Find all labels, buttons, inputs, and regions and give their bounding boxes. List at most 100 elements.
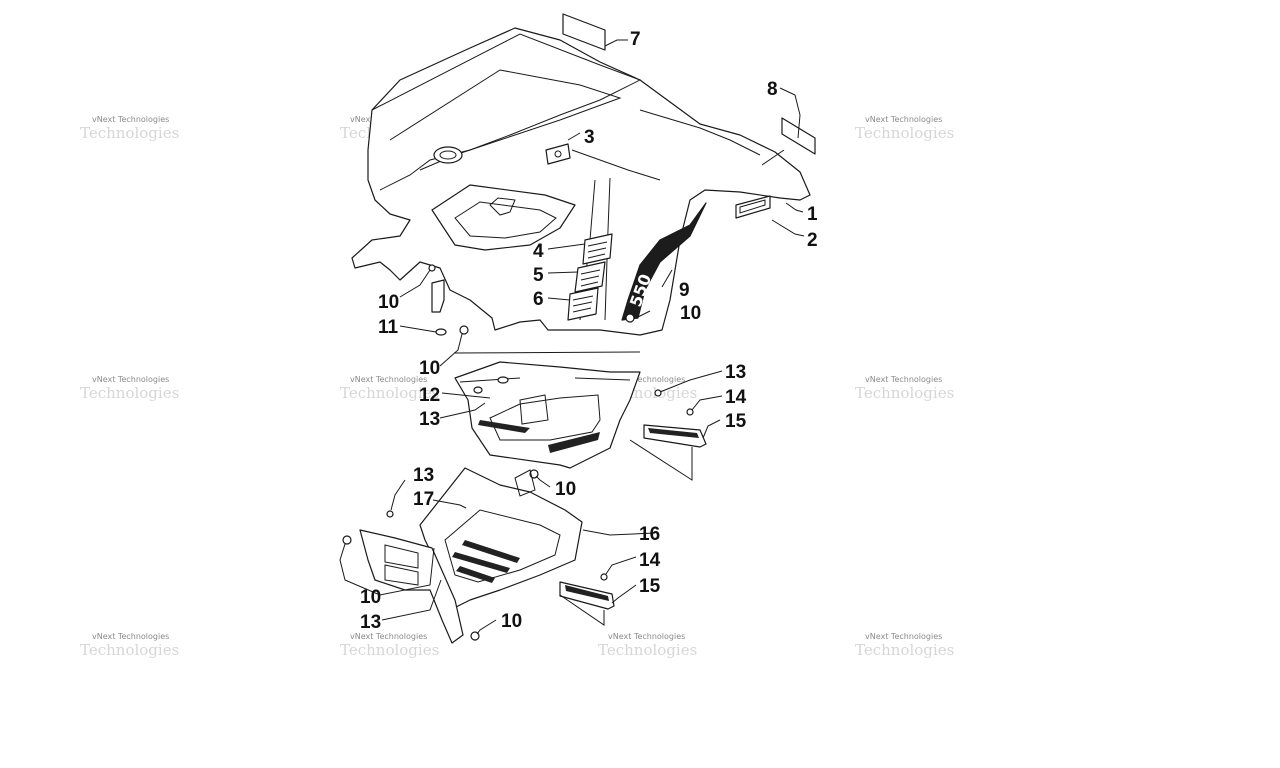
warning-label-6-lines xyxy=(572,295,594,313)
leader-17 xyxy=(432,499,467,509)
rack-outline xyxy=(371,33,642,191)
leader-9 xyxy=(661,269,673,288)
rack-inner xyxy=(389,69,622,171)
callout-13-b: 13 xyxy=(419,409,440,430)
watermark-ghost: Technologies xyxy=(855,124,954,142)
leader-13a xyxy=(659,370,723,393)
front-tread xyxy=(452,552,510,573)
footwell-front-inner xyxy=(444,509,561,583)
cup-holder xyxy=(433,146,463,164)
watermark: Technologies vNext Technologies xyxy=(598,632,697,659)
footwell-tread xyxy=(478,420,530,433)
callout-11: 11 xyxy=(378,317,399,338)
leader-6 xyxy=(547,297,571,301)
watermark-text: vNext Technologies xyxy=(350,375,427,384)
callout-10-d: 10 xyxy=(555,479,576,500)
watermark: Technologies vNext Technologies xyxy=(855,632,954,659)
cup-holder-inner xyxy=(439,150,457,160)
watermark-ghost: Technologies xyxy=(340,384,439,402)
callout-7: 7 xyxy=(630,29,641,50)
watermark-text: vNext Technologies xyxy=(608,375,685,384)
leader-5 xyxy=(547,271,579,274)
leader-10d xyxy=(535,475,551,488)
watermark: Technologies vNext Technologies xyxy=(80,115,179,142)
callout-4: 4 xyxy=(533,241,544,262)
watermark-ghost: Technologies xyxy=(340,641,439,659)
leader-15b xyxy=(611,584,637,604)
fender-bracket xyxy=(431,279,445,313)
callout-2: 2 xyxy=(807,230,818,251)
callout-3: 3 xyxy=(584,127,595,148)
nut xyxy=(459,325,469,335)
warning-label-5 xyxy=(574,261,606,293)
callout-10-a: 10 xyxy=(378,292,399,313)
footwell-tread xyxy=(548,432,600,453)
leader-14b xyxy=(605,556,637,575)
small-decal-dot xyxy=(554,150,562,158)
callout-14-b: 14 xyxy=(639,550,661,571)
leader-7 xyxy=(604,39,628,47)
callout-14-a: 14 xyxy=(725,387,747,408)
leader-10c xyxy=(439,333,463,367)
washer xyxy=(435,328,447,336)
leader-10e2 xyxy=(379,547,435,596)
footwell-hole xyxy=(497,376,509,384)
watermark: Technologies vNext Technologies xyxy=(340,632,439,659)
watermark-text: vNext Technologies xyxy=(350,632,427,641)
watermark-ghost: Technologies xyxy=(80,641,179,659)
front-side-cutout xyxy=(384,564,419,586)
footwell-ribs xyxy=(519,394,549,425)
leader-15a xyxy=(702,419,721,439)
leader-2 xyxy=(771,219,805,237)
footwell-edge xyxy=(459,377,631,383)
watermark-text: vNext Technologies xyxy=(608,632,685,641)
model-stripe-decal xyxy=(621,202,707,321)
front-tread xyxy=(462,540,520,563)
front-tread xyxy=(456,566,495,583)
fender-seam-4 xyxy=(571,149,661,181)
leader-lines xyxy=(339,39,805,635)
watermark-text: vNext Technologies xyxy=(865,632,942,641)
callout-15-b: 15 xyxy=(639,576,661,597)
watermark-ghost: Technologies xyxy=(855,641,954,659)
leader-10a xyxy=(399,269,431,298)
rear-fender xyxy=(351,27,811,336)
fender-seam-3 xyxy=(639,109,761,156)
footwell-inner xyxy=(489,394,601,441)
leader-13b xyxy=(439,402,486,419)
decal-7 xyxy=(562,13,606,51)
footrest-lower-grip xyxy=(565,585,609,601)
fender-seam-2 xyxy=(604,177,611,321)
watermark-ghost: Technologies xyxy=(80,384,179,402)
rear-footwell xyxy=(454,361,641,469)
front-tab xyxy=(514,469,536,497)
callout-16: 16 xyxy=(639,524,660,545)
screw xyxy=(600,573,608,581)
reflector-decal-inner xyxy=(739,199,766,214)
leader-13d xyxy=(381,579,442,621)
footrest-upper-grip xyxy=(648,428,699,438)
warning-label-5-lines xyxy=(580,269,601,287)
footwell-hole xyxy=(473,386,483,394)
callout-10-e: 10 xyxy=(360,587,381,608)
callout-5: 5 xyxy=(533,265,544,286)
front-side-cutout xyxy=(384,544,419,569)
watermark-ghost: Technologies xyxy=(80,124,179,142)
watermark: Technologies vNext Technologies xyxy=(340,375,439,402)
storage-latch xyxy=(489,197,516,216)
leader-12 xyxy=(441,392,491,399)
leader-3 xyxy=(567,132,581,141)
warning-label-4 xyxy=(582,233,613,265)
watermark-text: vNext Technologies xyxy=(92,632,169,641)
leader-10e xyxy=(339,543,381,596)
leader-guide-3 xyxy=(559,594,605,626)
callouts: 7 8 3 1 2 4 5 6 9 10 10 11 10 12 13 13 1… xyxy=(360,29,818,633)
callout-10-f: 10 xyxy=(501,611,522,632)
watermark-text: vNext Technologies xyxy=(92,375,169,384)
watermark-ghost: Technologies xyxy=(855,384,954,402)
watermark-text: vNext Technologies xyxy=(865,115,942,124)
leader-8b xyxy=(761,149,785,166)
leader-14a xyxy=(691,395,723,411)
reflector-decal xyxy=(735,195,771,219)
